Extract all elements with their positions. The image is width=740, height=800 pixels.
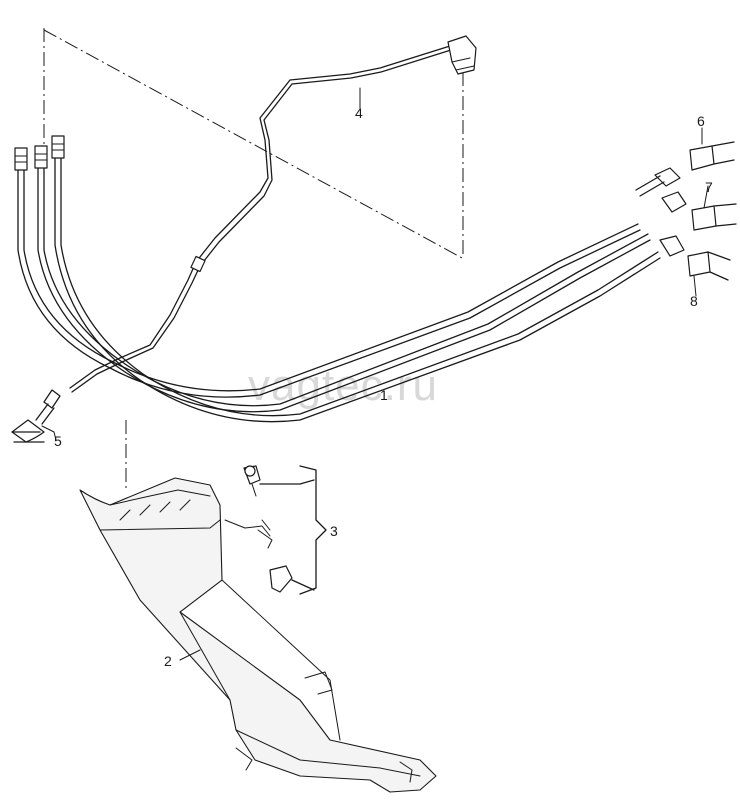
leader-lines xyxy=(41,87,709,661)
callout-6: 6 xyxy=(697,113,705,129)
part-2-protective-cover xyxy=(79,477,437,793)
callout-1: 1 xyxy=(380,387,388,403)
callout-3: 3 xyxy=(330,523,338,539)
alignment-lines xyxy=(43,28,464,492)
callout-5: 5 xyxy=(54,433,62,449)
part-1-fuel-lines xyxy=(14,135,687,423)
callout-4: 4 xyxy=(355,105,363,121)
callout-2: 2 xyxy=(164,653,172,669)
part-4-return-line xyxy=(69,35,477,393)
hoses xyxy=(11,141,737,443)
part-3-fastener-group xyxy=(243,465,327,595)
callout-7: 7 xyxy=(705,179,713,195)
callout-8: 8 xyxy=(690,293,698,309)
